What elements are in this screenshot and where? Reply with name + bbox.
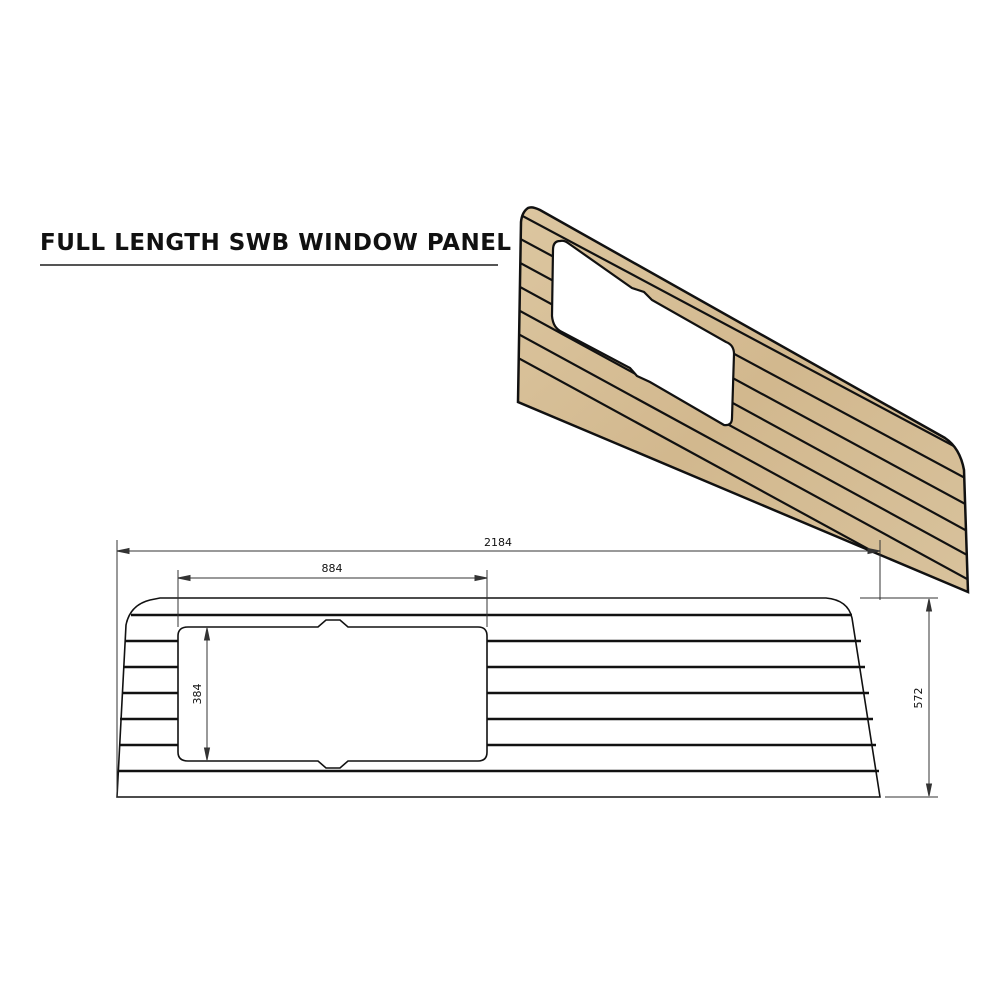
dim-label-overall-height: 572 <box>912 688 925 709</box>
dimension-overall-length <box>116 540 881 797</box>
dimension-window-height <box>203 627 211 761</box>
window-cutout <box>177 619 488 769</box>
isometric-panel <box>516 206 970 594</box>
dimension-overall-height <box>860 597 938 798</box>
slat-grooves <box>118 613 879 773</box>
isometric-window-cutout <box>550 239 736 427</box>
dim-label-window-height: 384 <box>191 684 204 705</box>
dim-label-window-width: 884 <box>322 562 343 575</box>
drawing-title: FULL LENGTH SWB WINDOW PANEL <box>40 230 512 256</box>
title-underline <box>40 264 498 266</box>
dim-label-overall-length: 2184 <box>484 536 512 549</box>
dimension-window-width <box>177 570 488 627</box>
technical-drawing: 2184 884 384 572 <box>116 536 938 798</box>
